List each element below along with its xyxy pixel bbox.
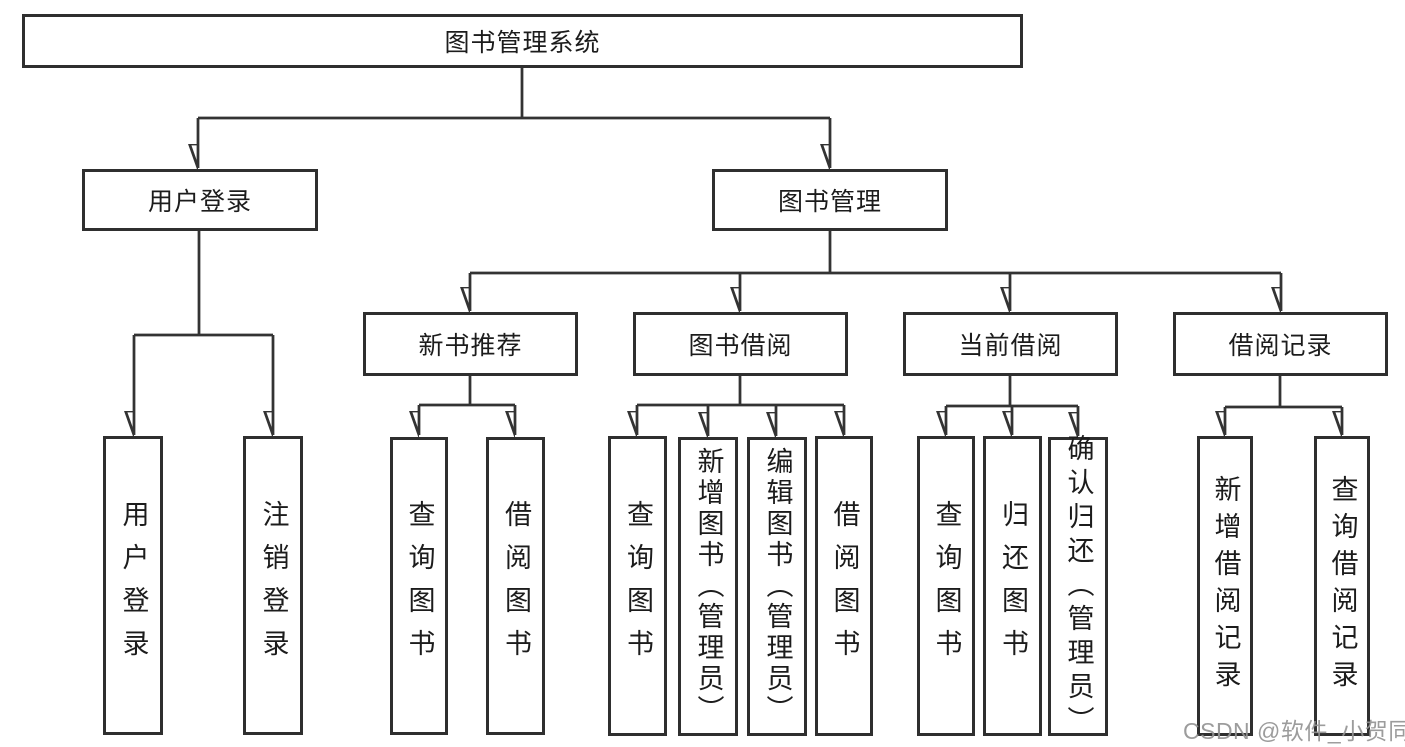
leaf-query-books-borrow: 查询图书 [608, 436, 667, 736]
node-label: 编辑图书（管理员） [762, 447, 793, 726]
leaf-add-books-admin: 新增图书（管理员） [678, 437, 738, 736]
node-borrowing-records: 借阅记录 [1173, 312, 1388, 376]
leaf-borrow-books-recommend: 借阅图书 [486, 437, 545, 735]
leaf-logout: 注销登录 [243, 436, 303, 735]
node-book-borrowing: 图书借阅 [633, 312, 848, 376]
node-label: 借阅图书 [829, 500, 860, 672]
node-label: 用户登录 [147, 188, 252, 216]
node-label: 注销登录 [258, 499, 289, 672]
node-label: 当前借阅 [958, 332, 1063, 360]
node-label: 查询图书 [931, 500, 962, 672]
node-label: 新书推荐 [418, 332, 523, 360]
node-label: 借阅图书 [501, 500, 531, 672]
leaf-confirm-return-admin: 确认归还（管理员） [1048, 434, 1108, 740]
node-label: 新增借阅记录 [1210, 475, 1241, 697]
leaf-borrow-books: 借阅图书 [815, 436, 873, 736]
node-label: 归还图书 [998, 500, 1028, 672]
node-book-management: 图书管理 [712, 169, 948, 231]
node-label: 用户登录 [118, 499, 149, 672]
node-label: 确认归还（管理员） [1063, 433, 1094, 740]
node-current-borrowing: 当前借阅 [903, 312, 1118, 376]
leaf-user-login: 用户登录 [103, 436, 163, 735]
leaf-add-borrow-record: 新增借阅记录 [1197, 436, 1253, 736]
leaf-return-books: 归还图书 [983, 436, 1042, 736]
leaf-query-books-recommend: 查询图书 [390, 437, 448, 735]
node-label: 查询图书 [623, 500, 653, 672]
leaf-edit-books-admin: 编辑图书（管理员） [747, 437, 807, 736]
node-label: 查询图书 [404, 500, 435, 672]
node-label: 查询借阅记录 [1327, 475, 1358, 697]
csdn-watermark: CSDN @软件_小贺同学 [1183, 718, 1405, 744]
node-user-login: 用户登录 [82, 169, 318, 231]
node-label: 图书借阅 [688, 332, 793, 360]
node-new-book-recommendation: 新书推荐 [363, 312, 578, 376]
node-label: 借阅记录 [1228, 332, 1333, 360]
node-label: 图书管理系统 [444, 29, 601, 57]
node-library-management-system: 图书管理系统 [22, 14, 1023, 68]
leaf-query-books-current: 查询图书 [917, 436, 975, 736]
node-label: 新增图书（管理员） [693, 447, 724, 726]
node-label: 图书管理 [777, 188, 882, 216]
leaf-query-borrow-record: 查询借阅记录 [1314, 436, 1370, 736]
